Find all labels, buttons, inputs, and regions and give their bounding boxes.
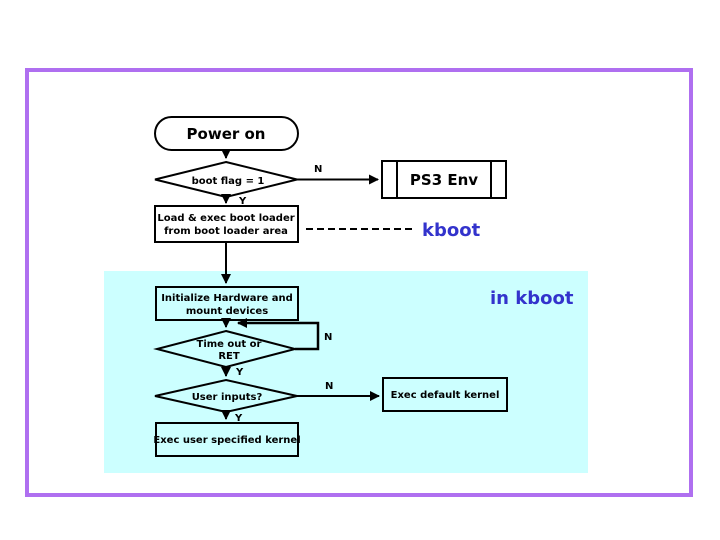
power-on-label: Power on — [187, 125, 266, 143]
label-timeout-y: Y — [235, 367, 244, 378]
arrow-timeout-loop — [237, 318, 320, 351]
node-power-on: Power on — [154, 116, 299, 151]
region-caption: in kboot — [490, 288, 574, 309]
label-userinputs-n: N — [325, 381, 333, 392]
exec-default-shape — [382, 377, 508, 412]
purple-frame — [25, 68, 693, 497]
load-exec-label-line1: Load & exec boot loader — [157, 213, 294, 224]
node-exec-user: Exec user specified kernel — [153, 422, 301, 457]
ps3-env-shape — [381, 160, 507, 199]
timeout-label-line1: Time out or — [197, 339, 262, 350]
ps3-env-label: PS3 Env — [410, 171, 478, 189]
exec-default-label: Exec default kernel — [391, 390, 500, 401]
node-exec-default: Exec default kernel — [382, 377, 508, 412]
kboot-region — [104, 271, 588, 473]
node-load-exec: Load & exec boot loader from boot loader… — [154, 205, 299, 243]
load-exec-label-line2: from boot loader area — [164, 226, 288, 237]
label-userinputs-y: Y — [234, 413, 243, 424]
exec-user-shape — [155, 422, 299, 457]
label-bootflag-n: N — [314, 164, 322, 175]
init-hw-label-line1: Initialize Hardware and — [161, 293, 293, 304]
node-ps3-env: PS3 Env — [381, 160, 507, 199]
kboot-callout-label: kboot — [422, 220, 481, 241]
init-hw-label-line2: mount devices — [186, 306, 268, 317]
label-bootflag-y: Y — [238, 196, 247, 207]
label-timeout-n: N — [324, 332, 332, 343]
user-inputs-label: User inputs? — [192, 392, 263, 403]
node-boot-flag: boot flag = 1 — [154, 160, 298, 199]
timeout-label-line2: RET — [218, 351, 240, 362]
exec-user-label: Exec user specified kernel — [153, 435, 300, 446]
boot-flag-label: boot flag = 1 — [192, 176, 265, 187]
